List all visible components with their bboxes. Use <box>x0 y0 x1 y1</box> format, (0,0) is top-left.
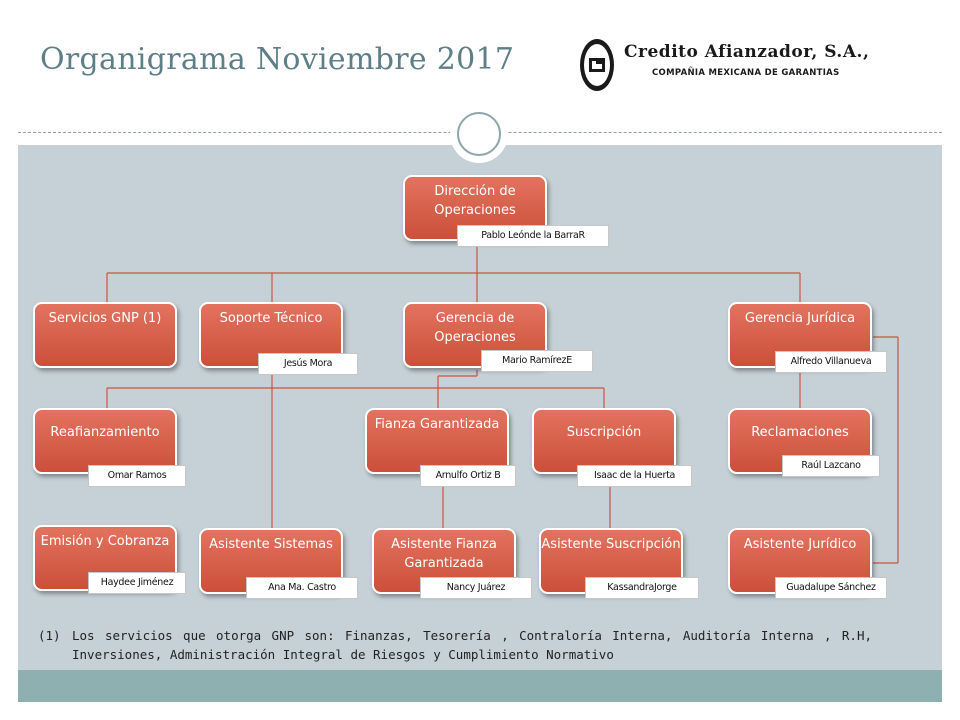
footer-bar <box>18 670 942 702</box>
box-title: Soporte Técnico <box>219 311 323 326</box>
box-title: Reclamaciones <box>751 425 849 440</box>
person-label: Mario RamírezE <box>481 350 593 372</box>
person-label: Nancy Juárez <box>420 577 532 599</box>
person-label: KassandraJorge <box>585 577 699 599</box>
box-title: Reafianzamiento <box>50 425 160 440</box>
person-label: Pablo Leónde la BarraR <box>457 225 609 247</box>
page-title: Organigrama Noviembre 2017 <box>40 42 515 77</box>
box-title: Fianza Garantizada <box>374 417 500 432</box>
box-title: Asistente Jurídico <box>743 537 857 552</box>
divider-circle-ring <box>457 112 501 156</box>
box-title: Suscripción <box>566 425 642 440</box>
person-label: Arnulfo Ortiz B <box>420 465 516 487</box>
person-label: Ana Ma. Castro <box>246 577 358 599</box>
box-title: Gerencia de Operaciones <box>434 311 516 345</box>
person-label: Haydee Jiménez <box>88 572 186 594</box>
footnote-number: (1) <box>38 628 61 643</box>
company-logo: Credito Afianzador, S.A., COMPAÑIA MEXIC… <box>578 36 908 94</box>
box-title: Asistente Fianza Garantizada <box>391 537 497 571</box>
box-fianza-garantizada: Fianza Garantizada <box>365 408 509 474</box>
person-label: Raúl Lazcano <box>782 455 880 477</box>
person-label: Omar Ramos <box>88 465 186 487</box>
box-title: Asistente Sistemas <box>209 537 333 552</box>
box-title: Servicios GNP (1) <box>48 311 162 326</box>
box-title: Asistente Suscripción <box>541 537 681 552</box>
person-label: Guadalupe Sánchez <box>775 577 887 599</box>
person-label: Alfredo Villanueva <box>775 351 887 373</box>
box-title: Emisión y Cobranza <box>40 534 170 549</box>
box-title: Dirección de Operaciones <box>434 184 516 218</box>
box-reafianzamiento: Reafianzamiento <box>33 408 177 474</box>
logo-subtitle: COMPAÑIA MEXICANA DE GARANTIAS <box>652 68 840 78</box>
footnote-text: Los servicios que otorga GNP son: Finanz… <box>72 628 872 662</box>
person-label: Jesús Mora <box>258 353 358 375</box>
box-title: Gerencia Jurídica <box>744 311 856 326</box>
person-label: Isaac de la Huerta <box>577 465 692 487</box>
box-asistente-juridico: Asistente Jurídico <box>728 528 872 594</box>
logo-emblem-icon <box>580 39 614 91</box>
logo-company-name: Credito Afianzador, S.A., <box>624 42 870 62</box>
box-servicios-gnp: Servicios GNP (1) <box>33 302 177 368</box>
